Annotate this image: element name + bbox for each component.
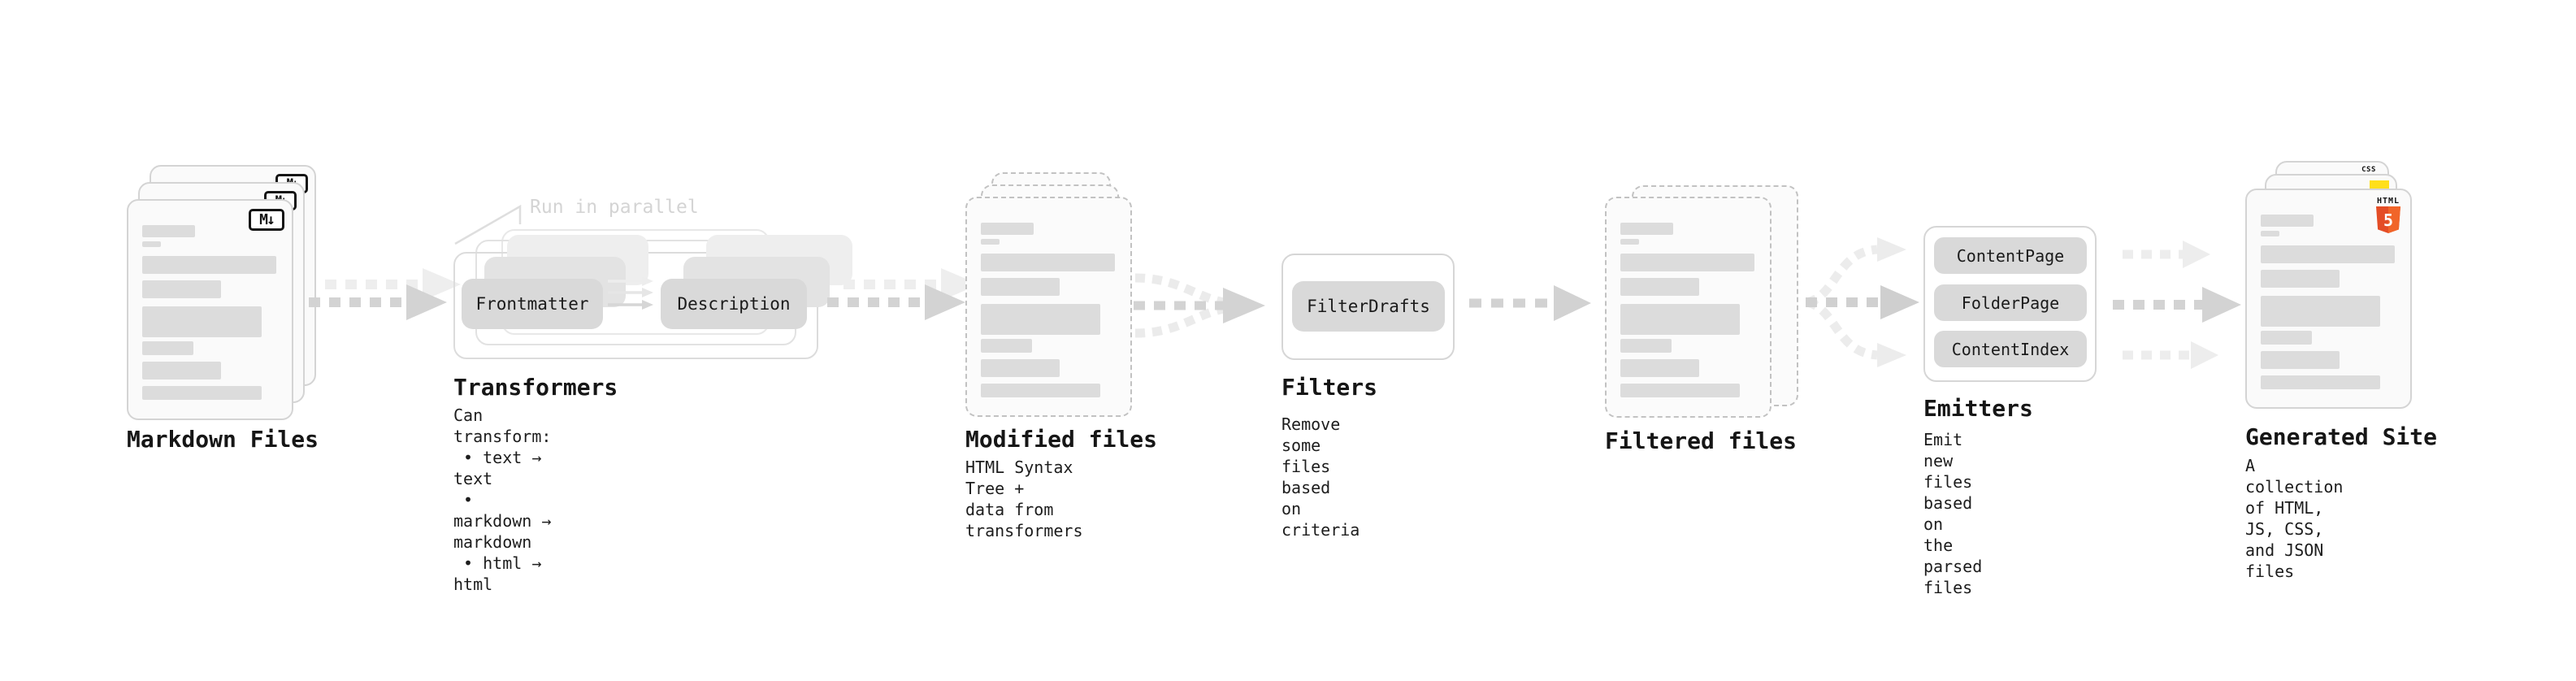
arrow-modified-files-to-filters (1134, 273, 1265, 338)
stage-sublabel-generated-site: A collection of HTML, JS, CSS, and JSON … (2245, 456, 2344, 581)
html5-number: 5 (2383, 210, 2394, 230)
document-content-placeholder (128, 201, 292, 419)
doc-text-bar (1620, 278, 1699, 296)
doc-text-bar (981, 223, 1034, 235)
filtered-file-card-front (1605, 197, 1772, 418)
doc-text-bar (2261, 375, 2380, 389)
stage-label-filtered-files: Filtered files (1605, 427, 1798, 454)
run-in-parallel-annotation: Run in parallel (530, 197, 699, 218)
doc-text-bar (981, 339, 1032, 353)
stage-sublabel-filters: Remove some files based on criteria (1281, 414, 1360, 540)
html5-logo-icon: HTML 5 (2374, 197, 2402, 233)
doc-text-bar (1620, 223, 1673, 235)
doc-text-bar (1620, 239, 1639, 245)
document-content-placeholder (967, 198, 1130, 415)
doc-text-bar (1620, 384, 1740, 397)
html5-wordmark: HTML (2376, 197, 2400, 206)
doc-text-bar (142, 241, 161, 247)
doc-text-bar (1620, 339, 1672, 353)
doc-text-bar (981, 359, 1060, 377)
doc-text-bar (142, 256, 276, 274)
doc-text-bar (1620, 254, 1754, 271)
doc-text-bar (2261, 270, 2340, 288)
arrow-emitters-to-generated-site (2113, 241, 2241, 369)
doc-text-bar (2261, 231, 2279, 236)
doc-text-bar (2261, 215, 2314, 227)
modified-file-card-front (965, 197, 1132, 417)
doc-text-bar (981, 278, 1060, 296)
doc-text-bar (981, 384, 1100, 397)
doc-text-bar (2261, 296, 2380, 327)
description-pill: Description (661, 279, 807, 329)
html5-shield-icon: 5 (2376, 206, 2400, 233)
stage-label-markdown-files: Markdown Files (127, 426, 319, 453)
doc-text-bar (142, 386, 262, 400)
contentpage-pill: ContentPage (1934, 237, 2087, 274)
markdown-file-card-front: M↓ (127, 199, 293, 420)
doc-text-bar (142, 341, 193, 355)
doc-text-bar (142, 362, 221, 380)
doc-text-bar (2261, 351, 2340, 369)
doc-text-bar (142, 280, 221, 298)
arrow-filters-to-filtered-files (1469, 285, 1591, 321)
stage-label-filters: Filters (1281, 374, 1378, 401)
html5-shield-highlight (2388, 206, 2400, 233)
stage-label-transformers: Transformers (453, 374, 618, 401)
stage-label-modified-files: Modified files (965, 426, 1158, 453)
doc-text-bar (142, 306, 262, 337)
stage-sublabel-transformers: Can transform: • text → text • markdown … (453, 406, 552, 594)
doc-text-bar (1620, 359, 1699, 377)
arrow-frontmatter-to-description (608, 276, 653, 310)
doc-text-bar (981, 254, 1115, 271)
generated-file-card-html: HTML 5 (2245, 189, 2412, 409)
document-content-placeholder (1607, 198, 1770, 416)
doc-text-bar (2261, 245, 2395, 263)
contentindex-pill: ContentIndex (1934, 331, 2087, 367)
stage-label-emitters: Emitters (1923, 395, 2033, 422)
arrow-transformers-to-modified-files (827, 268, 979, 320)
doc-text-bar (142, 225, 195, 237)
arrow-markdown-to-transformers (309, 268, 461, 320)
doc-text-bar (981, 239, 1000, 245)
css-icon-label: CSS (2361, 166, 2376, 174)
arrow-filtered-files-to-emitters (1806, 237, 1919, 367)
markdown-icon: M↓ (249, 209, 284, 231)
doc-text-bar (2261, 331, 2312, 345)
annotation-callout-line (454, 204, 522, 245)
stage-sublabel-modified-files: HTML Syntax Tree + data from transformer… (965, 458, 1083, 540)
doc-text-bar (1620, 304, 1740, 335)
stage-sublabel-emitters: Emit new files based on the parsed files (1923, 430, 1983, 597)
folderpage-pill: FolderPage (1934, 284, 2087, 321)
document-content-placeholder (2247, 190, 2410, 407)
stage-label-generated-site: Generated Site (2245, 423, 2438, 450)
filterdrafts-pill: FilterDrafts (1292, 281, 1445, 332)
markdown-icon-label: M↓ (259, 211, 275, 228)
doc-text-bar (981, 304, 1100, 335)
frontmatter-pill: Frontmatter (462, 279, 603, 329)
